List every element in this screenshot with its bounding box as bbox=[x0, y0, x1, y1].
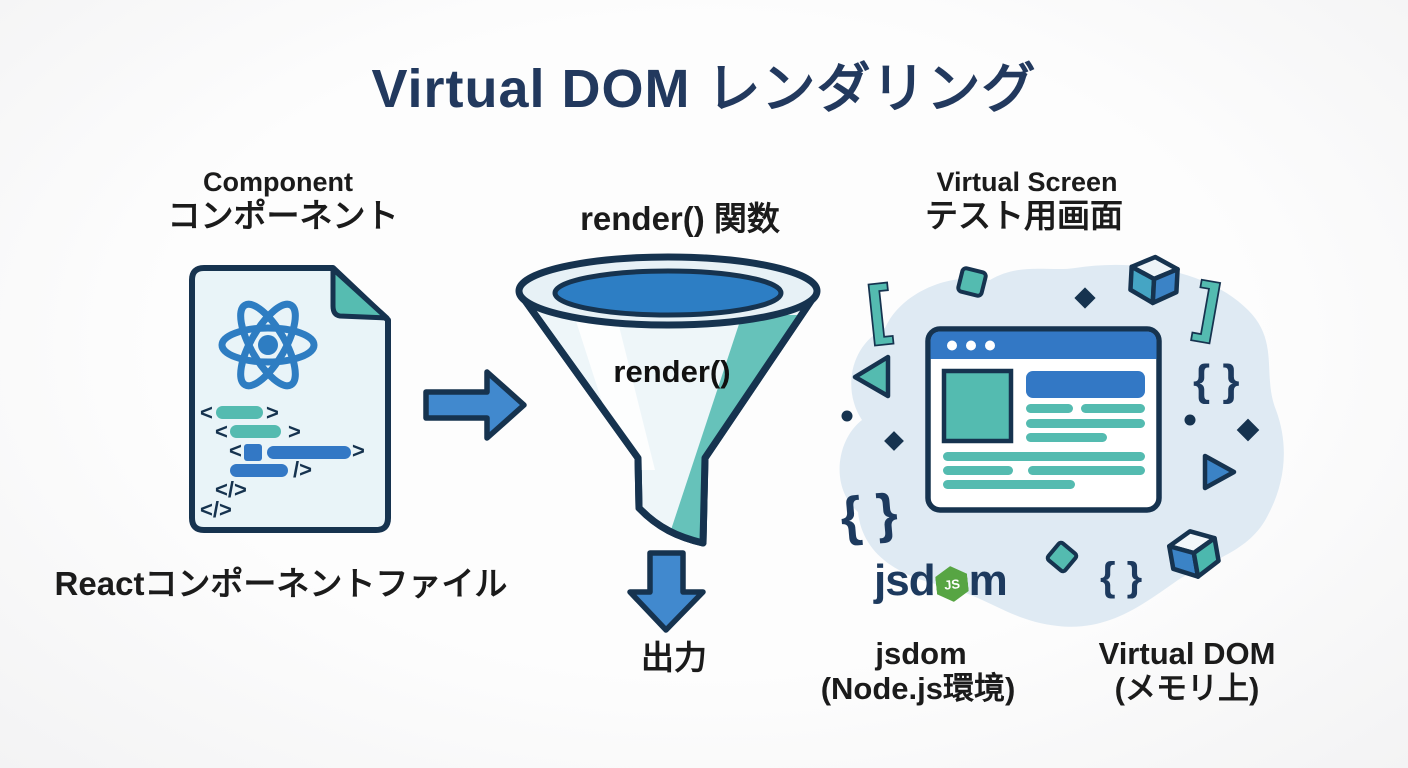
braces-right-icon: { } bbox=[1193, 356, 1239, 405]
react-file-icon: < > < > < > /> </> </> bbox=[189, 265, 391, 533]
teal-square-icon bbox=[956, 266, 988, 298]
output-label: 出力 bbox=[641, 639, 707, 676]
svg-text:>: > bbox=[266, 400, 279, 425]
component-label-en: Component bbox=[203, 167, 353, 197]
teal-diamond-icon bbox=[1045, 540, 1079, 574]
vdom-caption-line2: (メモリ上) bbox=[1114, 671, 1260, 706]
window-text-lines bbox=[943, 404, 1145, 489]
render-function-label: render() 関数 bbox=[580, 200, 780, 237]
svg-text:/>: /> bbox=[293, 457, 312, 482]
window-dots-icon bbox=[947, 340, 995, 351]
react-logo-icon bbox=[218, 300, 318, 390]
arrow-down-icon bbox=[627, 550, 706, 633]
funnel-icon: render() bbox=[515, 253, 821, 547]
navy-diamond-icon bbox=[884, 431, 904, 451]
svg-text:<: < bbox=[215, 419, 228, 444]
window-heading-block bbox=[1026, 371, 1145, 398]
svg-text:</>: </> bbox=[200, 497, 232, 522]
folded-corner bbox=[330, 266, 390, 321]
jsdom-logo: jsd JS m bbox=[874, 556, 1008, 606]
teal-triangle-icon bbox=[852, 354, 891, 399]
virtual-screen-window bbox=[925, 326, 1162, 513]
code-lines: < > < > < > /> </> </> bbox=[200, 400, 365, 522]
window-image-placeholder bbox=[941, 368, 1014, 444]
virtual-screen-label-ja: テスト用画面 bbox=[925, 197, 1123, 234]
navy-dot-icon bbox=[1184, 414, 1196, 426]
braces-bottom-center-icon: { } bbox=[1100, 555, 1142, 599]
vdom-caption-line1: Virtual DOM bbox=[1098, 636, 1276, 671]
cube-top-icon bbox=[1128, 254, 1180, 306]
jsdom-caption-line2: (Node.js環境) bbox=[820, 671, 1016, 706]
window-titlebar bbox=[930, 331, 1157, 359]
nodejs-hexagon-icon: JS bbox=[934, 564, 970, 603]
jsdom-logo-text-right: m bbox=[968, 556, 1008, 605]
svg-text:<: < bbox=[229, 438, 242, 463]
blue-triangle-icon bbox=[1202, 453, 1237, 491]
funnel-label: render() bbox=[613, 354, 730, 389]
virtual-screen-label-en: Virtual Screen bbox=[936, 167, 1118, 197]
svg-text:<: < bbox=[200, 400, 213, 425]
component-label-ja: コンポーネント bbox=[167, 197, 399, 234]
braces-bottom-left-icon: { } bbox=[838, 483, 900, 548]
arrow-right-icon bbox=[423, 369, 527, 441]
jsdom-caption-line1: jsdom bbox=[875, 636, 967, 671]
svg-text:</>: </> bbox=[215, 477, 247, 502]
component-caption: Reactコンポーネントファイル bbox=[54, 565, 508, 602]
jsdom-logo-text-left: jsd bbox=[874, 556, 936, 605]
svg-text:>: > bbox=[352, 438, 365, 463]
page-title: Virtual DOM レンダリング bbox=[371, 59, 1037, 119]
svg-text:>: > bbox=[288, 419, 301, 444]
bracket-left-icon: [ bbox=[865, 272, 894, 346]
navy-diamond-icon bbox=[1236, 418, 1260, 442]
cube-bottom-icon bbox=[1167, 529, 1221, 579]
navy-dot-icon bbox=[841, 410, 853, 422]
